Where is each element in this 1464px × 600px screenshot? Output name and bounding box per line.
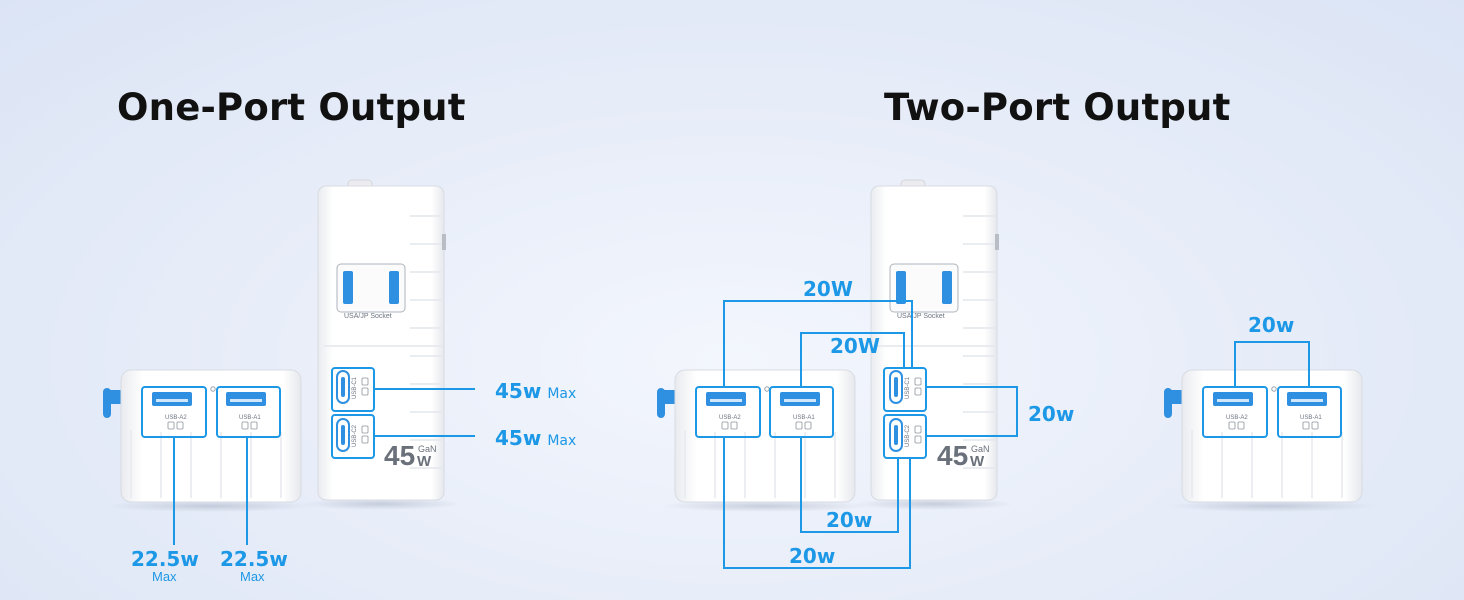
cube-charger-right (1163, 369, 1378, 513)
label-usb-a2: USB-A2 (165, 415, 187, 421)
gan-label: GaN (418, 444, 437, 454)
wattage-unit-2: W (970, 453, 985, 470)
heading-two-port: Two-Port Output (884, 86, 1231, 129)
label-usb-c2: USB-C2 (352, 424, 358, 447)
label-usb-a2-2: USB-A2 (719, 415, 741, 421)
label-usb-a2-3: USB-A2 (1226, 415, 1248, 421)
label-usb-a1: USB-A1 (239, 415, 261, 421)
label-socket: USA/JP Socket (344, 313, 392, 320)
label-a1-c1: 20W (830, 334, 880, 358)
label-a1-c2: 20w (826, 508, 873, 532)
label-c1-output: 45w Max (495, 381, 576, 401)
label-a2-a1: 20w (1248, 313, 1295, 337)
label-c1-c2: 20w (1028, 402, 1075, 426)
c1-max: Max (547, 386, 577, 402)
label-usb-a1-3: USB-A1 (1300, 415, 1322, 421)
label-a2-c2: 20w (789, 544, 836, 568)
label-usb-c2-2: USB-C2 (905, 424, 911, 447)
cube-charger-middle (656, 369, 871, 513)
c2-watt: 45w (495, 426, 542, 450)
label-c2-output: 45w Max (495, 428, 576, 448)
two-port-callouts (695, 300, 1342, 569)
a1-max: Max (240, 569, 265, 584)
a2-watt: 22.5w (131, 547, 199, 571)
wattage-badge: 45 (384, 440, 415, 471)
one-port-callouts (141, 367, 475, 545)
a2-max: Max (152, 569, 177, 584)
c1-watt: 45w (495, 379, 542, 403)
tower-charger-left (300, 179, 462, 511)
cube-charger-left (102, 369, 317, 513)
gan-label-2: GaN (971, 444, 990, 454)
label-usb-c1: USB-C1 (352, 376, 358, 399)
label-a2-c1: 20W (803, 277, 853, 301)
label-usb-a1-2: USB-A1 (793, 415, 815, 421)
heading-one-port: One-Port Output (117, 86, 466, 129)
label-socket-2: USA/JP Socket (897, 313, 945, 320)
a1-watt: 22.5w (220, 547, 288, 571)
c2-max: Max (547, 433, 577, 449)
wattage-unit: W (417, 453, 432, 470)
label-usb-c1-2: USB-C1 (905, 376, 911, 399)
wattage-badge-2: 45 (937, 440, 968, 471)
